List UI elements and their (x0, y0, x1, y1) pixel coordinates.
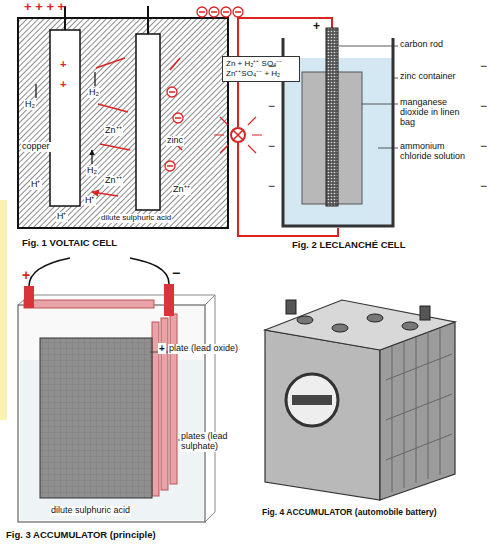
figure-caption: Fig. 4 ACCUMULATOR (automobile battery) (262, 508, 437, 517)
node-text: Zn + H₂⁺⁺ SO₄⁻⁻ Zn⁺⁺SO₄⁻⁻ + H₂ (226, 59, 296, 79)
battery-top (265, 300, 455, 350)
charge-sign: − (480, 60, 487, 73)
equation-box: Zn + H₂⁺⁺ SO₄⁻⁻ Zn⁺⁺SO₄⁻⁻ + H₂ (222, 56, 300, 82)
charge-sign: − (480, 180, 487, 193)
figure-caption: Fig. 3 ACCUMULATOR (principle) (6, 530, 156, 540)
part-name: copper (21, 142, 51, 152)
part-name: zinc (166, 136, 184, 146)
maker-badge (292, 395, 332, 405)
part-name: plate (lead oxide) (168, 344, 240, 354)
copper-plate (50, 30, 80, 206)
charge-sign: − (480, 100, 487, 113)
cell-cutaway (386, 328, 452, 492)
part-name: plates (lead sulphate) (180, 432, 258, 452)
ion-label: H₂ (86, 166, 98, 176)
part-name: dilute sulphuric acid (50, 506, 131, 516)
ion-label: Zn⁺⁺ (104, 176, 123, 186)
ion-label: Zn⁺⁺ (104, 126, 123, 136)
charge-sign: + + + + (24, 0, 65, 14)
leader-line (339, 46, 398, 148)
glass-box (18, 305, 205, 522)
lead-sulphate-plate (170, 314, 177, 484)
part-name: carbon rod (400, 40, 472, 50)
lamp-symbol (233, 130, 243, 140)
lead-oxide-plate (40, 338, 152, 498)
cell-cap (402, 322, 418, 330)
ion-label: Zn⁺⁺ (172, 185, 191, 195)
part-name: dilute sulphuric acid (100, 214, 172, 223)
ion-label: H⁺ (84, 196, 96, 206)
positive-terminal (24, 286, 34, 308)
cell-cap (367, 314, 383, 322)
charge-sign: − (268, 60, 275, 73)
maker-badge (286, 374, 338, 426)
ion-label: H₂ (88, 88, 100, 98)
leader-line (150, 352, 180, 440)
ion-label: H₂ (24, 100, 36, 110)
zinc-plate (136, 34, 160, 210)
cell-cap (297, 316, 313, 324)
glass-box (18, 295, 215, 522)
battery-post (420, 306, 430, 320)
charge-sign: − (268, 140, 275, 153)
cell-cap (332, 324, 348, 332)
battery-side (380, 322, 455, 500)
paper-stain (0, 200, 7, 420)
part-name: manganese dioxide in linen bag (400, 98, 472, 128)
charge-sign: − (268, 100, 275, 113)
lamp-symbol (231, 128, 245, 142)
figure-caption: Fig. 1 VOLTAIC CELL (22, 238, 117, 248)
terminal-wire (29, 258, 169, 286)
ion-label: H⁺ (56, 212, 68, 222)
charge-sign: + (158, 343, 166, 354)
figure-caption: Fig. 2 LECLANCHÉ CELL (292, 240, 405, 250)
positive-bar (24, 300, 154, 308)
negative-terminal (164, 284, 174, 316)
carbon-rod (326, 28, 338, 206)
part-name: zinc container (400, 72, 472, 82)
charge-sign: + (60, 58, 66, 70)
part-name: ammonium chloride solution (400, 142, 472, 162)
charge-sign: − (480, 140, 487, 153)
terminal-sign: + (22, 268, 30, 283)
charge-sign: − (268, 180, 275, 193)
ion-label: H⁺ (30, 180, 42, 190)
battery-front (265, 330, 380, 500)
electron-symbol (167, 12, 241, 166)
charge-sign: + (313, 20, 320, 33)
charge-sign: + (60, 78, 66, 90)
lamp-rays (214, 113, 262, 157)
acid-container (18, 18, 228, 228)
battery-post (286, 300, 296, 314)
terminal-sign: − (172, 266, 180, 281)
